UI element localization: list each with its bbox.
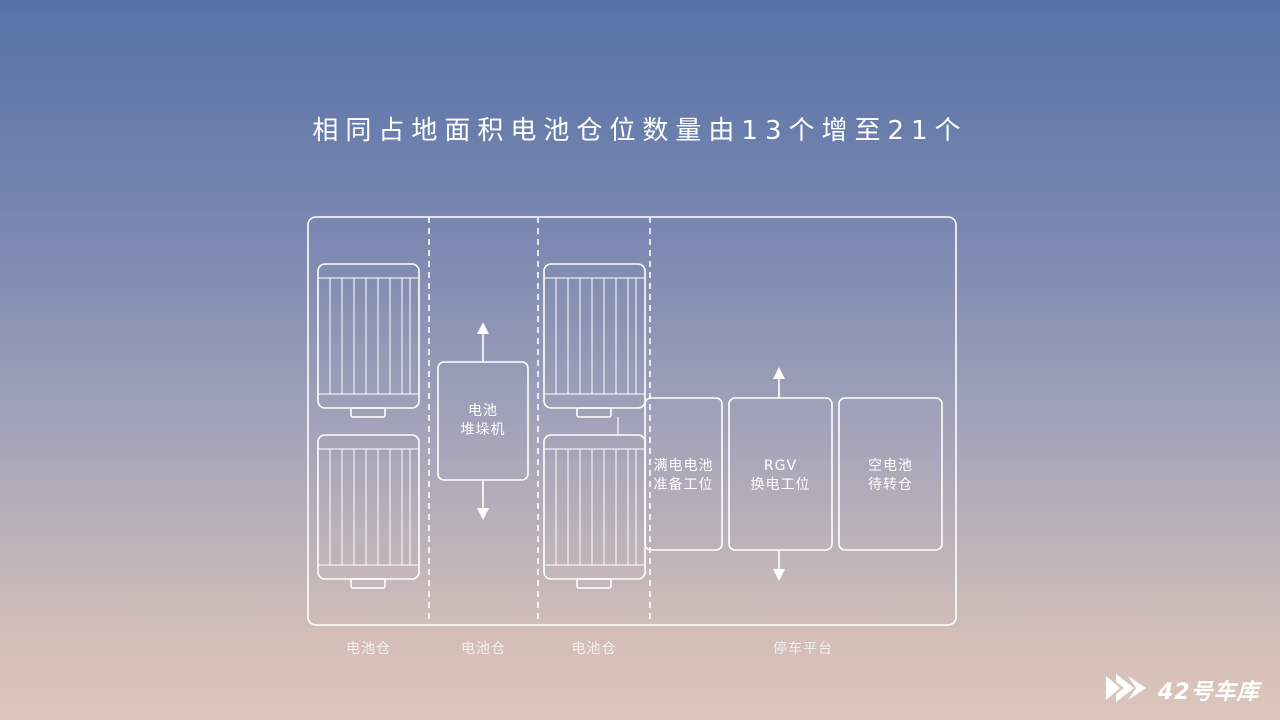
stacker-label: 电池 堆垛机 — [438, 402, 528, 440]
zone-label-parking-platform: 停车平台 — [773, 641, 833, 657]
battery-pack-1 — [317, 263, 420, 418]
empty-battery-bin-label-line-1: 空电池 — [868, 458, 913, 474]
rgv-arrow-down-head — [773, 569, 785, 581]
zone-label-battery-bin-1: 电池仓 — [346, 641, 391, 657]
full-battery-station-label-line-2: 准备工位 — [653, 477, 714, 493]
full-battery-station-box — [644, 397, 723, 551]
logo-text: 42号车库 — [1158, 680, 1260, 705]
rgv-station-label-line-2: 换电工位 — [750, 477, 811, 493]
battery-pack-4 — [543, 434, 646, 589]
stacker-label-line-2: 堆垛机 — [460, 422, 506, 438]
rgv-station-label-line-1: RGV — [763, 458, 798, 474]
empty-battery-bin-label-line-2: 待转仓 — [868, 477, 913, 493]
stacker-arrow-up-head — [477, 322, 489, 334]
empty-battery-bin-label: 空电池 待转仓 — [839, 457, 942, 495]
full-battery-station-label: 满电电池 准备工位 — [645, 457, 722, 495]
station-outline — [307, 216, 957, 626]
stacker-arrow-down-head — [477, 508, 489, 520]
zone-label-battery-bin-2: 电池仓 — [461, 641, 506, 657]
empty-battery-bin-box — [838, 397, 943, 551]
logo-mark-icon — [1106, 674, 1146, 702]
stacker-label-line-1: 电池 — [468, 403, 498, 419]
zone-label-battery-bin-3: 电池仓 — [571, 641, 617, 657]
full-battery-station-label-line-1: 满电电池 — [653, 458, 714, 474]
rgv-station-box — [728, 397, 833, 551]
battery-pack-3 — [543, 263, 646, 418]
rgv-arrow-up-head — [773, 367, 785, 379]
rgv-station-label: RGV 换电工位 — [729, 457, 832, 495]
battery-pack-2 — [317, 434, 420, 589]
page-title: 相同占地面积电池仓位数量由13个增至21个 — [312, 116, 968, 146]
